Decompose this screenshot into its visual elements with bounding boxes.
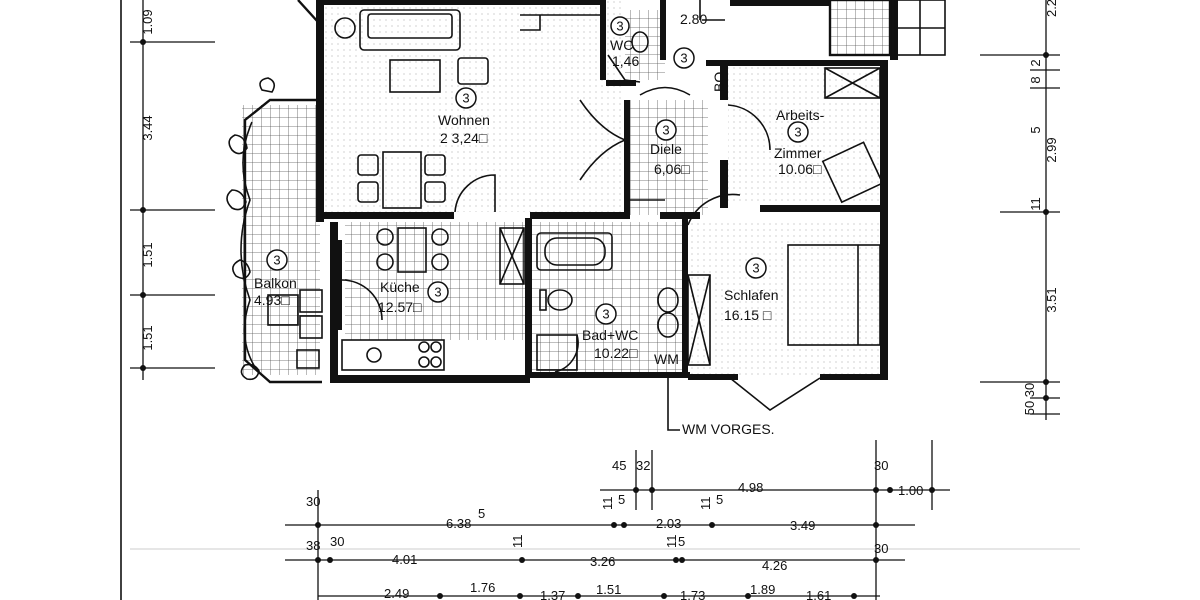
wohnen-floor: [325, 0, 625, 212]
svg-text:4.01: 4.01: [392, 552, 417, 567]
top-right-floor: [830, 0, 890, 55]
svg-text:11: 11: [510, 535, 525, 549]
svg-text:1.51: 1.51: [140, 325, 155, 350]
kueche-label: Küche: [380, 279, 420, 295]
wohnen-area: 2 3,24□: [440, 130, 488, 146]
wm-leader: [667, 378, 680, 431]
kueche-floor: [345, 222, 525, 340]
svg-text:2.49: 2.49: [384, 586, 409, 600]
bad-area: 10.22□: [594, 345, 638, 361]
arbeits-area: 10.06□: [778, 161, 822, 177]
svg-text:5: 5: [1028, 126, 1043, 133]
balkon-label: Balkon: [254, 275, 297, 291]
wohnen-label: Wohnen: [438, 112, 490, 128]
svg-text:3: 3: [752, 261, 759, 276]
wc-label: WC: [610, 37, 633, 53]
flur-top-area: 2.80: [680, 11, 707, 27]
bad-floor: [532, 222, 682, 372]
svg-text:1.51: 1.51: [140, 242, 155, 267]
schlafen-label: Schlafen: [724, 287, 778, 303]
diele-area: 6,06□: [654, 161, 690, 177]
balkon-outline: [243, 98, 322, 384]
balkon-area: 4.93□: [254, 292, 290, 308]
svg-text:2.99: 2.99: [1044, 137, 1059, 162]
svg-text:2: 2: [1028, 59, 1043, 66]
svg-text:32: 32: [636, 458, 650, 473]
svg-text:50: 50: [1022, 401, 1037, 415]
svg-text:45: 45: [612, 458, 626, 473]
svg-text:30: 30: [306, 494, 320, 509]
wm-note: WM VORGES.: [682, 421, 775, 437]
svg-text:4.98: 4.98: [738, 480, 763, 495]
svg-text:4.26: 4.26: [762, 558, 787, 573]
svg-text:5: 5: [678, 534, 685, 549]
svg-text:3: 3: [462, 91, 469, 106]
svg-text:11: 11: [698, 497, 713, 511]
svg-text:38: 38: [306, 538, 320, 553]
dims-bottom: 45 32 4.98 30 1.00 30 6.38 5 11 5 2.03 1…: [285, 440, 950, 600]
svg-text:3: 3: [662, 123, 669, 138]
svg-text:11: 11: [600, 497, 615, 511]
svg-text:3.44: 3.44: [140, 115, 155, 140]
furniture: [267, 9, 884, 411]
svg-text:3: 3: [616, 19, 623, 34]
wm-label: WM: [654, 351, 679, 367]
svg-text:5: 5: [716, 492, 723, 507]
plant-decor: [226, 77, 276, 381]
bo-label: BO: [711, 72, 727, 92]
svg-text:30: 30: [1022, 383, 1037, 397]
balkon-railing: [240, 121, 259, 373]
arbeits-label-2: Zimmer: [774, 145, 822, 161]
svg-text:30: 30: [874, 541, 888, 556]
svg-text:1.09: 1.09: [140, 9, 155, 34]
diele-label: Diele: [650, 141, 682, 157]
walls: [316, 0, 898, 383]
diele-floor: [628, 100, 708, 215]
room-markers: 3 3 3 3 3 3 3 3 3: [266, 16, 809, 325]
balkon-floor: [242, 105, 320, 375]
svg-text:30: 30: [874, 458, 888, 473]
schlafen-area: 16.15 □: [724, 307, 772, 323]
svg-text:3: 3: [794, 125, 801, 140]
svg-text:5: 5: [478, 506, 485, 521]
svg-text:2.03: 2.03: [656, 516, 681, 531]
svg-text:11: 11: [664, 535, 679, 549]
svg-text:2.2: 2.2: [1044, 0, 1059, 17]
svg-text:1.51: 1.51: [596, 582, 621, 597]
svg-text:1.37: 1.37: [540, 588, 565, 600]
svg-text:1.76: 1.76: [470, 580, 495, 595]
dims-left: 1.09 3.44 1.51 1.51: [130, 0, 215, 380]
niche-lines: [699, 0, 725, 21]
svg-text:30: 30: [330, 534, 344, 549]
arbeits-label-1: Arbeits-: [776, 107, 825, 123]
svg-text:3.51: 3.51: [1044, 287, 1059, 312]
bad-label: Bad+WC: [582, 327, 638, 343]
svg-text:3: 3: [273, 253, 280, 268]
svg-text:3: 3: [602, 307, 609, 322]
room-labels: Wohnen 2 3,24□ WC 1,46 2.80 Diele 6,06□ …: [254, 11, 825, 437]
stair-edge: [297, 0, 319, 23]
wc-area: 1,46: [612, 53, 639, 69]
schlafen-floor: [690, 222, 882, 377]
svg-text:3.26: 3.26: [590, 554, 615, 569]
svg-text:1.73: 1.73: [680, 588, 705, 600]
top-right-block: [828, 0, 892, 57]
svg-text:6.38: 6.38: [446, 516, 471, 531]
svg-text:8: 8: [1028, 76, 1043, 83]
svg-text:11: 11: [1028, 197, 1043, 211]
kueche-area: 12.57□: [378, 299, 422, 315]
svg-text:1.89: 1.89: [750, 582, 775, 597]
svg-text:3: 3: [434, 285, 441, 300]
svg-text:1.61: 1.61: [806, 588, 831, 600]
dims-right: 2.2 8 2 2.99 5 11 3.51 30 50: [980, 0, 1060, 420]
svg-text:5: 5: [618, 492, 625, 507]
svg-text:3: 3: [680, 51, 687, 66]
svg-text:3.49: 3.49: [790, 518, 815, 533]
svg-text:1.00: 1.00: [898, 483, 923, 498]
